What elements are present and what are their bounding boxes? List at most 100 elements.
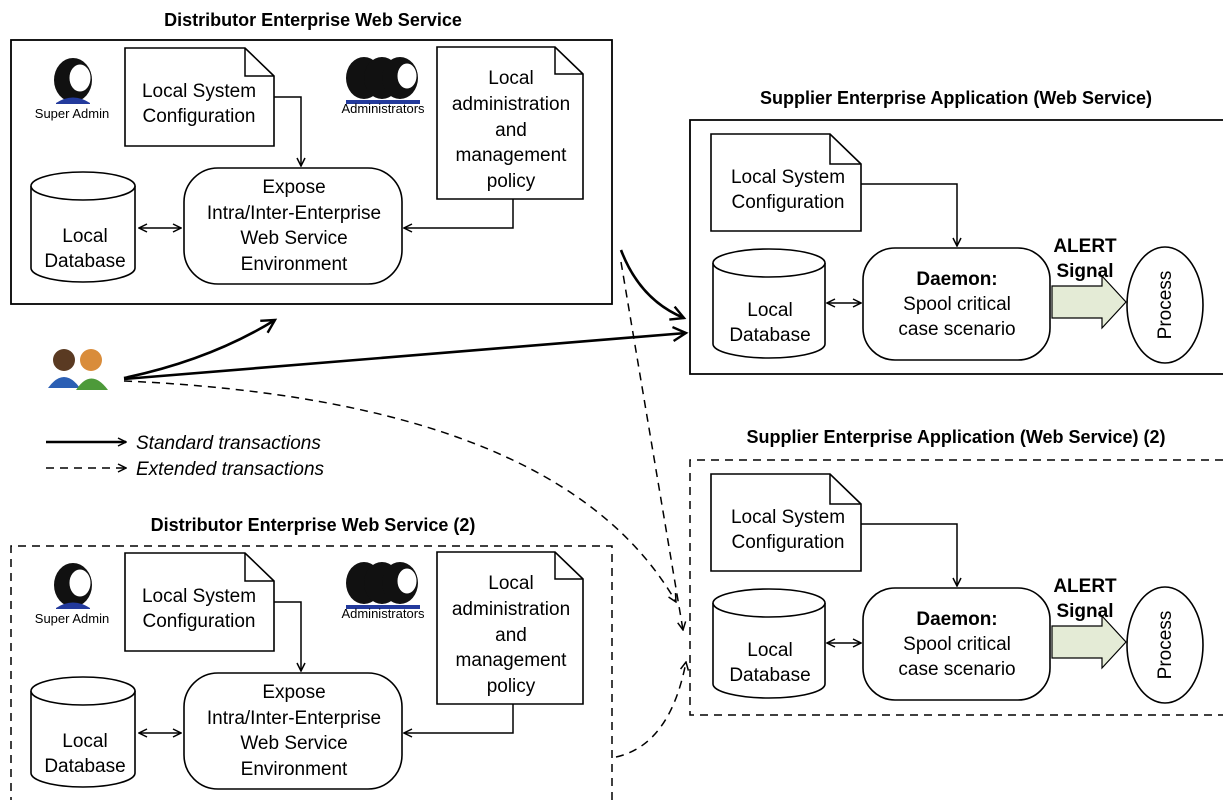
policy-line-5: policy: [487, 171, 536, 192]
legend: Standard transactions Extended transacti…: [46, 433, 325, 480]
supplier-frame: [689, 119, 1223, 375]
local-database-cylinder: [712, 248, 826, 359]
policy-line-3: and: [495, 120, 527, 141]
expose-line-2: Intra/Inter-Enterprise: [207, 203, 381, 224]
administrators-icon: [346, 562, 420, 609]
super-admin-icon: [54, 58, 92, 104]
policy-to-expose-connector: [404, 199, 514, 228]
daemon-line-1: Daemon:: [916, 269, 997, 290]
super-admin-label: Super Admin: [35, 611, 109, 626]
super-admin-icon: [54, 563, 92, 609]
expose-process: [183, 672, 403, 790]
policy-line-2: administration: [452, 599, 570, 620]
config-to-daemon-connector: [861, 183, 957, 246]
policy-line-1: Local: [488, 68, 533, 89]
config-to-expose-connector: [274, 96, 301, 166]
daemon-process: [862, 587, 1051, 701]
config-line-2: Configuration: [142, 106, 255, 127]
supplier-application-2: Supplier Enterprise Application (Web Ser…: [689, 427, 1223, 716]
distributor2-to-supplier2-extended: [615, 662, 686, 758]
expose-line-4: Environment: [241, 254, 348, 275]
distributor-to-supplier-transaction: [619, 249, 687, 321]
config-line-1: Local System: [142, 81, 256, 102]
policy-line-1: Local: [488, 573, 533, 594]
policy-to-expose-connector: [404, 704, 514, 733]
administrators-label: Administrators: [341, 606, 425, 621]
alert-line-1: ALERT: [1053, 236, 1117, 257]
config-document: [710, 473, 862, 572]
legend-extended-label: Extended transactions: [136, 459, 325, 480]
database-line-1: Local: [747, 300, 792, 321]
extended-transaction-to-supplier2: [123, 380, 676, 602]
administrators-label: Administrators: [341, 101, 425, 116]
policy-line-3: and: [495, 625, 527, 646]
config-line-1: Local System: [142, 586, 256, 607]
process-node: [1126, 246, 1204, 364]
alert-signal-arrow: [1051, 614, 1127, 670]
config-document: [124, 47, 275, 147]
users-icon: [48, 349, 108, 390]
expose-line-3: Web Service: [240, 228, 347, 249]
alert-line-2: Signal: [1056, 261, 1113, 282]
policy-line-4: management: [456, 650, 568, 671]
distributor-to-supplier2-extended: [620, 261, 683, 630]
daemon-line-2: Spool critical: [903, 294, 1011, 315]
distributor-title: Distributor Enterprise Web Service: [164, 10, 462, 30]
database-line-2: Database: [729, 665, 810, 686]
expose-process: [183, 167, 403, 285]
distributor2-title: Distributor Enterprise Web Service (2): [151, 515, 476, 535]
alert-line-1: ALERT: [1053, 576, 1117, 597]
alert-signal-arrow: [1051, 274, 1127, 330]
config-line-2: Configuration: [142, 611, 255, 632]
distributor2-frame: [10, 545, 613, 800]
supplier-title: Supplier Enterprise Application (Web Ser…: [760, 88, 1152, 108]
process-node: [1126, 586, 1204, 704]
distributor-service: Distributor Enterprise Web Service Super…: [10, 10, 613, 305]
supplier2-frame: [689, 459, 1223, 716]
distributor-service-2: Distributor Enterprise Web Service (2) S…: [10, 515, 613, 800]
expose-line-4: Environment: [241, 759, 348, 780]
expose-line-2: Intra/Inter-Enterprise: [207, 708, 381, 729]
config-line-1: Local System: [731, 507, 845, 528]
policy-document: [436, 551, 584, 705]
expose-line-3: Web Service: [240, 733, 347, 754]
policy-line-5: policy: [487, 676, 536, 697]
local-database-cylinder: [30, 676, 136, 788]
standard-transaction-to-distributor: [123, 318, 278, 380]
policy-line-2: administration: [452, 94, 570, 115]
config-to-daemon-connector: [861, 523, 957, 586]
administrators-icon: [346, 57, 420, 104]
database-line-2: Database: [44, 251, 125, 272]
database-line-1: Local: [62, 731, 107, 752]
legend-standard-label: Standard transactions: [136, 433, 321, 454]
policy-document: [436, 46, 584, 200]
policy-line-4: management: [456, 145, 568, 166]
config-line-2: Configuration: [731, 532, 844, 553]
alert-line-2: Signal: [1056, 601, 1113, 622]
daemon-line-3: case scenario: [898, 659, 1015, 680]
database-line-2: Database: [729, 325, 810, 346]
database-line-1: Local: [747, 640, 792, 661]
expose-line-1: Expose: [262, 682, 325, 703]
distributor-frame: [10, 39, 613, 305]
database-line-1: Local: [62, 226, 107, 247]
daemon-line-1: Daemon:: [916, 609, 997, 630]
daemon-line-3: case scenario: [898, 319, 1015, 340]
super-admin-label: Super Admin: [35, 106, 109, 121]
config-document: [710, 133, 862, 232]
daemon-line-2: Spool critical: [903, 634, 1011, 655]
supplier2-title: Supplier Enterprise Application (Web Ser…: [746, 427, 1165, 447]
process-label: Process: [1155, 271, 1176, 340]
local-database-cylinder: [712, 588, 826, 699]
config-line-2: Configuration: [731, 192, 844, 213]
config-document: [124, 552, 275, 652]
expose-line-1: Expose: [262, 177, 325, 198]
daemon-process: [862, 247, 1051, 361]
config-to-expose-connector: [274, 601, 301, 671]
supplier-application: Supplier Enterprise Application (Web Ser…: [689, 88, 1223, 375]
config-line-1: Local System: [731, 167, 845, 188]
local-database-cylinder: [30, 171, 136, 283]
database-line-2: Database: [44, 756, 125, 777]
standard-transaction-to-supplier: [123, 325, 689, 381]
